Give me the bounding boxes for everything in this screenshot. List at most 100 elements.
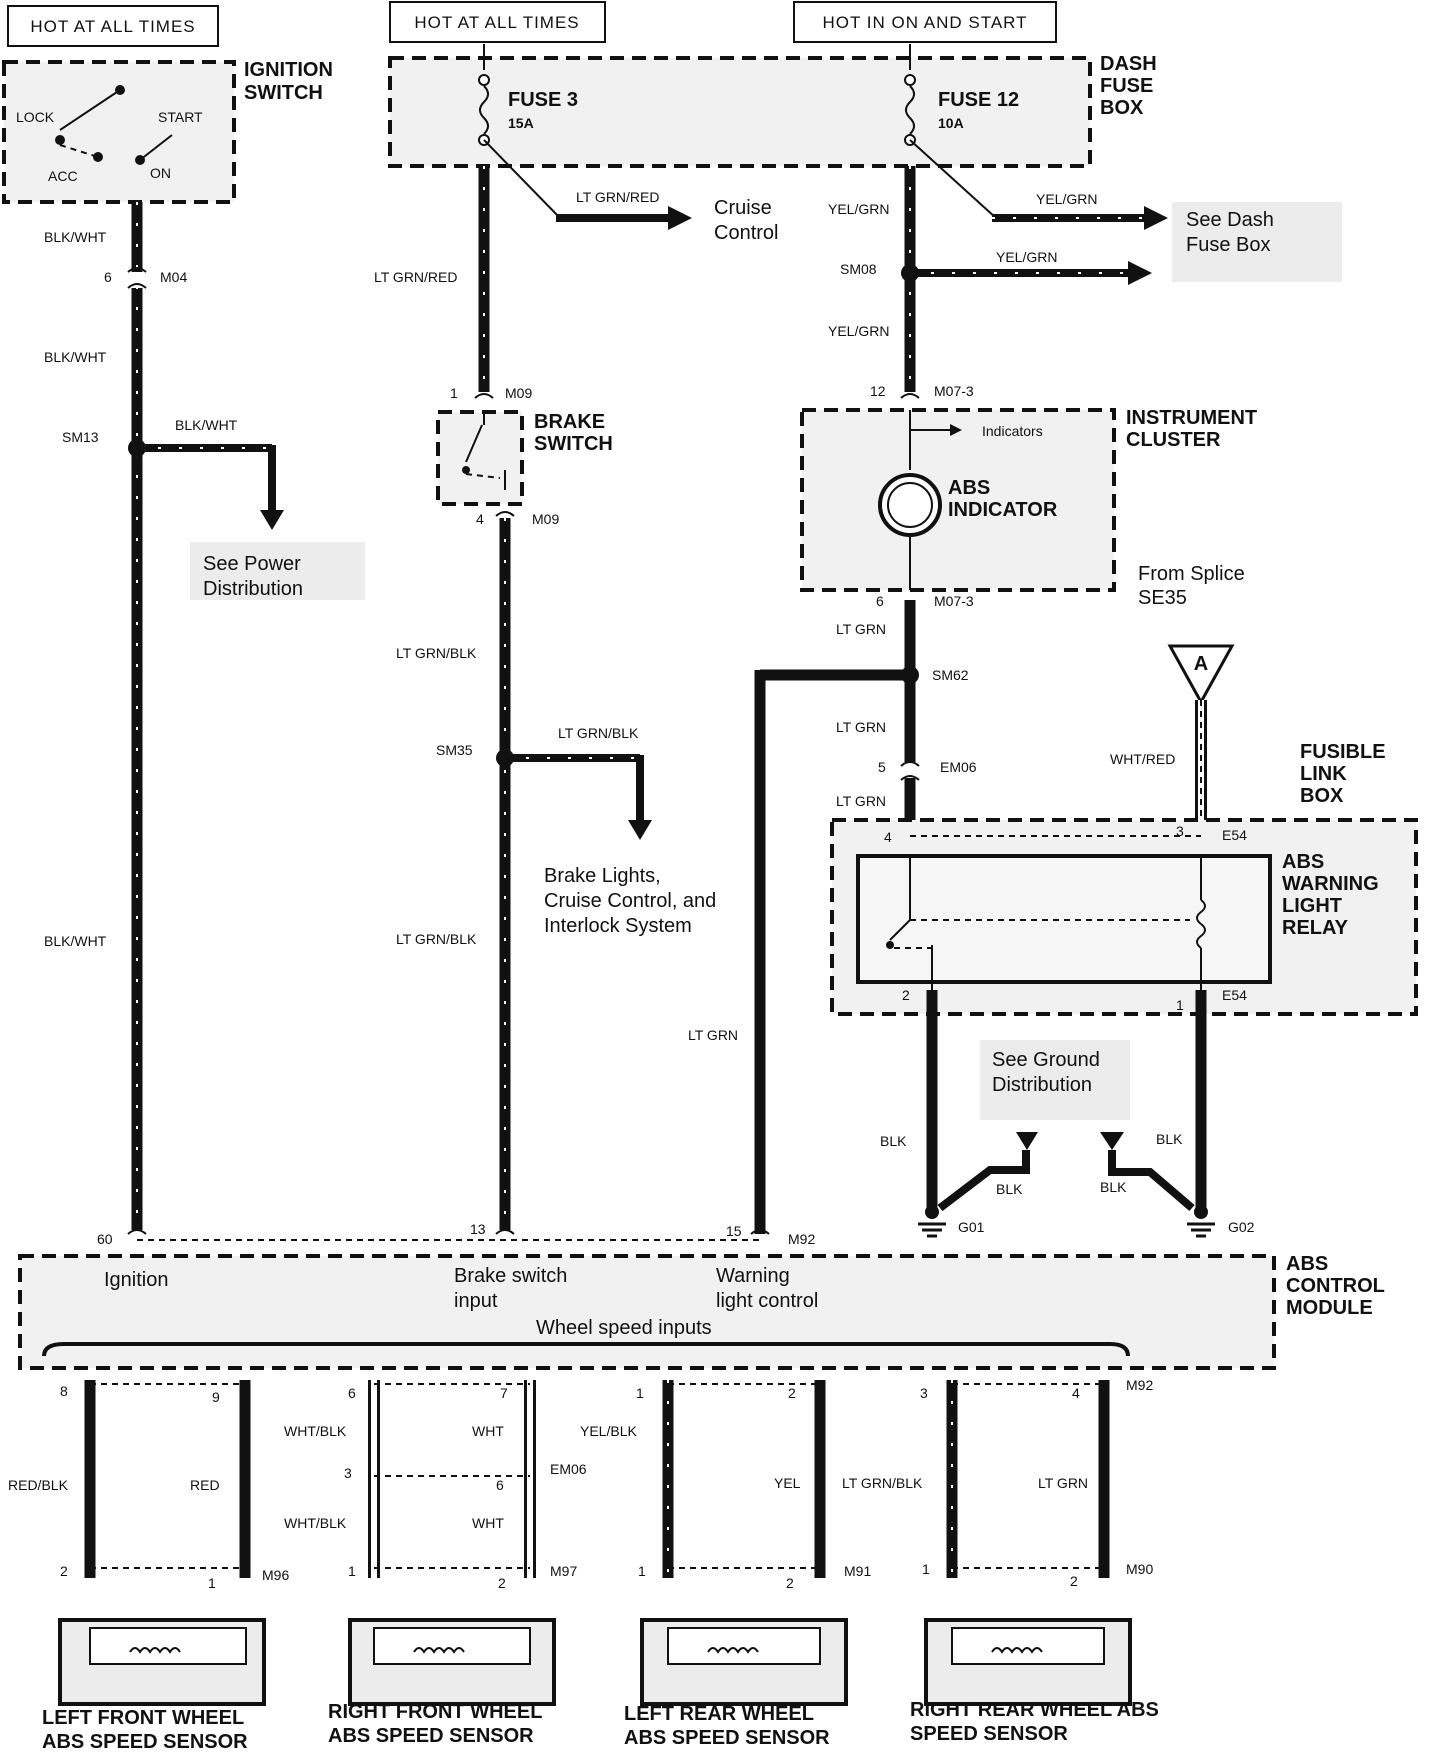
pin-9: 9 xyxy=(212,1389,220,1405)
dash-fuse-box-label-3: BOX xyxy=(1100,97,1144,119)
wire-label-lt-grn-blk-sensor: LT GRN/BLK xyxy=(842,1475,923,1491)
sensor-right-front xyxy=(348,1618,556,1706)
wire-label-lt-grn-red-branch: LT GRN/RED xyxy=(576,189,660,205)
wire-label-red-blk: RED/BLK xyxy=(8,1477,69,1493)
wire-label-yel-blk: YEL/BLK xyxy=(580,1423,637,1439)
wire-yel-grn xyxy=(900,139,1168,399)
svg-text:START: START xyxy=(158,109,203,125)
instrument-cluster-label: INSTRUMENT xyxy=(1126,407,1257,429)
instrument-cluster-label-2: CLUSTER xyxy=(1126,429,1221,451)
wire-label-lt-grn-blk-2: LT GRN/BLK xyxy=(396,931,477,947)
splice-sm08: SM08 xyxy=(840,261,877,277)
wire-label-blk-4: BLK xyxy=(1156,1131,1183,1147)
brake-switch xyxy=(436,410,524,506)
from-splice-note-2: SE35 xyxy=(1138,587,1187,609)
abs-warning-relay-label-4: RELAY xyxy=(1282,917,1349,939)
module-warning-light-control-2: light control xyxy=(716,1290,818,1312)
pin-15: 15 xyxy=(726,1223,742,1239)
connector-m91: M91 xyxy=(844,1563,871,1579)
connector-m07-3-top: M07-3 xyxy=(934,383,974,399)
pin-3-m92: 3 xyxy=(920,1385,928,1401)
sensor-left-rear xyxy=(640,1618,848,1706)
connector-m90: M90 xyxy=(1126,1561,1153,1577)
sensor-right-rear-label: RIGHT REAR WHEEL ABS xyxy=(910,1699,1159,1721)
abs-indicator-label-2: INDICATOR xyxy=(948,499,1058,521)
abs-warning-relay-label: ABS xyxy=(1282,851,1324,873)
fuse-3-label: FUSE 3 xyxy=(508,89,578,111)
svg-text:Distribution: Distribution xyxy=(203,578,303,600)
sensor-left-front xyxy=(58,1618,266,1706)
header-hot-at-all-times-1: HOT AT ALL TIMES xyxy=(7,5,219,47)
cruise-control-note: Cruise xyxy=(714,197,772,219)
svg-text:HOT IN ON AND START: HOT IN ON AND START xyxy=(822,13,1027,32)
connector-m97: M97 xyxy=(550,1563,577,1579)
wire-label-wht-2: WHT xyxy=(472,1515,504,1531)
pin-3-e54: 3 xyxy=(1176,823,1184,839)
wheel-sensor-wires xyxy=(84,1380,1110,1578)
pin-6-m92: 6 xyxy=(348,1385,356,1401)
wire-label-yel: YEL xyxy=(774,1475,801,1491)
wire-label-lt-grn-blk-branch: LT GRN/BLK xyxy=(558,725,639,741)
pin-2-m97: 2 xyxy=(498,1575,506,1591)
wire-label-lt-grn-blk-1: LT GRN/BLK xyxy=(396,645,477,661)
from-splice-note: From Splice xyxy=(1138,563,1245,585)
abs-indicator-label: ABS xyxy=(948,477,990,499)
svg-text:Distribution: Distribution xyxy=(992,1074,1092,1096)
fusible-link-box-label-3: BOX xyxy=(1300,785,1344,807)
splice-sm35: SM35 xyxy=(436,742,473,758)
connector-m09-top: M09 xyxy=(505,385,532,401)
svg-text:See Dash: See Dash xyxy=(1186,209,1274,231)
ground-g01: G01 xyxy=(958,1219,985,1235)
connector-e54-bottom: E54 xyxy=(1222,987,1247,1003)
point-a-marker: A xyxy=(1167,644,1235,836)
fusible-link-box-label: FUSIBLE xyxy=(1300,741,1386,763)
see-ground-distribution-note: See Ground Distribution xyxy=(980,1040,1130,1120)
pin-2-m92: 2 xyxy=(788,1385,796,1401)
pin-3-em06: 3 xyxy=(344,1465,352,1481)
abs-warning-relay-label-3: LIGHT xyxy=(1282,895,1342,917)
abs-control-module-label-2: CONTROL xyxy=(1286,1275,1385,1297)
see-power-distribution-note: See Power Distribution xyxy=(190,542,365,600)
fuse-12-rating: 10A xyxy=(938,115,964,131)
wire-label-blk-wht-2: BLK/WHT xyxy=(44,349,107,365)
wire-label-blk-wht-3: BLK/WHT xyxy=(175,417,238,433)
sensor-left-rear-label: LEFT REAR WHEEL xyxy=(624,1703,814,1725)
wire-label-lt-grn-sensor: LT GRN xyxy=(1038,1475,1088,1491)
pin-1-m90: 1 xyxy=(922,1561,930,1577)
wire-label-yel-grn-3: YEL/GRN xyxy=(828,323,889,339)
pin-13: 13 xyxy=(470,1221,486,1237)
svg-text:A: A xyxy=(1194,653,1208,675)
sensor-right-rear xyxy=(924,1618,1132,1706)
pin-2-m90: 2 xyxy=(1070,1573,1078,1589)
module-warning-light-control: Warning xyxy=(716,1265,790,1287)
pin-1-m09: 1 xyxy=(450,385,458,401)
ignition-switch-label: IGNITION xyxy=(244,59,333,81)
fuse-12-label: FUSE 12 xyxy=(938,89,1019,111)
wire-label-yel-grn-2: YEL/GRN xyxy=(996,249,1057,265)
wire-label-lt-grn-red: LT GRN/RED xyxy=(374,269,458,285)
pin-2-m91: 2 xyxy=(786,1575,794,1591)
module-ignition-input: Ignition xyxy=(104,1269,169,1291)
wire-label-wht-blk-2: WHT/BLK xyxy=(284,1515,347,1531)
pin-5-em06: 5 xyxy=(878,759,886,775)
sensor-right-front-label-2: ABS SPEED SENSOR xyxy=(328,1725,534,1747)
header-hot-at-all-times-2: HOT AT ALL TIMES xyxy=(389,1,606,43)
dash-fuse-box-label: DASH xyxy=(1100,53,1157,75)
wire-label-blk-2: BLK xyxy=(996,1181,1023,1197)
wire-label-red: RED xyxy=(190,1477,220,1493)
fuse-3-rating: 15A xyxy=(508,115,534,131)
sensor-left-front-label-2: ABS SPEED SENSOR xyxy=(42,1731,248,1752)
pin-2-m96: 2 xyxy=(60,1563,68,1579)
brake-lights-note-3: Interlock System xyxy=(544,915,692,937)
connector-m92-bottom: M92 xyxy=(1126,1377,1153,1393)
instrument-cluster xyxy=(800,408,1116,592)
pin-1-m91: 1 xyxy=(638,1563,646,1579)
wire-lt-grn-blk xyxy=(495,511,652,1230)
indicators-label: Indicators xyxy=(982,423,1043,439)
wire-lt-grn-red xyxy=(474,139,692,399)
fusible-link-box-label-2: LINK xyxy=(1300,763,1347,785)
brake-switch-label: BRAKE xyxy=(534,411,605,433)
wire-blk-wht-ignition xyxy=(127,202,284,1230)
connector-m96: M96 xyxy=(262,1567,289,1583)
sensor-right-front-label: RIGHT FRONT WHEEL xyxy=(328,1701,542,1723)
